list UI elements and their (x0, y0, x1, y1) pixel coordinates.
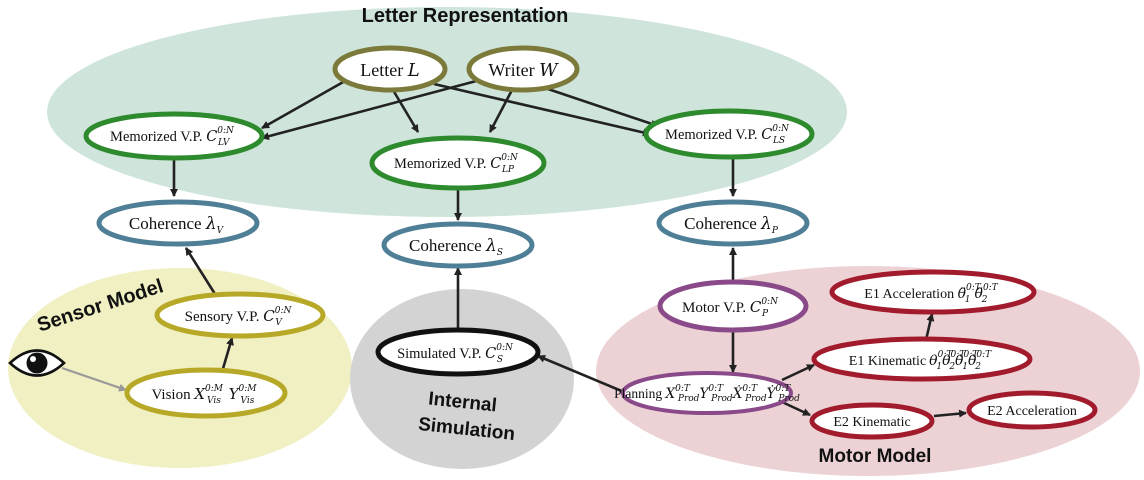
svg-text:Memorized V.P. C0:NLS: Memorized V.P. C0:NLS (665, 124, 790, 146)
internal-simulation-region (350, 289, 574, 469)
svg-text:Coherence λV: Coherence λV (129, 214, 225, 236)
edge-planning-e1kin (781, 363, 815, 382)
letter-representation-region (47, 7, 847, 217)
edge-writer-memlp (488, 89, 514, 133)
svg-text:Memorized V.P. C0:NLV: Memorized V.P. C0:NLV (110, 126, 235, 148)
edge-e1kin-e1acc (924, 313, 935, 341)
edges (170, 78, 967, 418)
svg-text:Coherence λS: Coherence λS (409, 236, 503, 258)
edge-sensory-cohv (184, 247, 217, 295)
edge-planning-simulated (537, 354, 625, 394)
svg-text:E2 Acceleration: E2 Acceleration (987, 404, 1077, 419)
edge-vision-sensory (220, 337, 234, 373)
eye-icon (8, 349, 66, 377)
node-letter: Letter L (332, 45, 448, 93)
edge-letter-memlv (261, 79, 346, 130)
edge-planning-e2kin (781, 400, 811, 417)
node-coherence-p: Coherence λP (656, 199, 810, 247)
svg-text:Memorized V.P. C0:NLP: Memorized V.P. C0:NLP (394, 153, 519, 175)
node-coherence-v: Coherence λV (96, 199, 260, 247)
node-e2-kinematic: E2 Kinematic (809, 402, 935, 440)
region-title-motor: Motor Model (819, 446, 932, 467)
node-e2-acceleration: E2 Acceleration (966, 390, 1098, 430)
node-coherence-s: Coherence λS (381, 221, 535, 269)
node-writer: Writer W (466, 45, 580, 93)
edge-e2kin-e2acc (933, 409, 967, 418)
svg-text:E2 Kinematic: E2 Kinematic (833, 415, 910, 430)
svg-text:Simulated V.P. C0:NS: Simulated V.P. C0:NS (397, 343, 514, 365)
svg-text:Coherence λP: Coherence λP (684, 214, 779, 236)
edge-writer-memlv (261, 78, 481, 141)
edge-letter-memls (433, 82, 651, 137)
svg-text:E1 Acceleration θ̈0:T1θ̈0:T2: E1 Acceleration θ̈0:T1θ̈0:T2 (864, 283, 998, 305)
svg-text:Letter L: Letter L (360, 60, 419, 81)
region-title-letter: Letter Representation (362, 5, 569, 27)
edge-writer-memls (544, 86, 659, 128)
edge-letter-memlp (391, 89, 420, 133)
svg-text:Motor V.P. C0:NP: Motor V.P. C0:NP (682, 297, 779, 319)
edge-eye-vision (61, 366, 127, 392)
svg-text:Sensory V.P. C0:NV: Sensory V.P. C0:NV (185, 306, 293, 328)
svg-text:Writer W: Writer W (488, 60, 559, 81)
